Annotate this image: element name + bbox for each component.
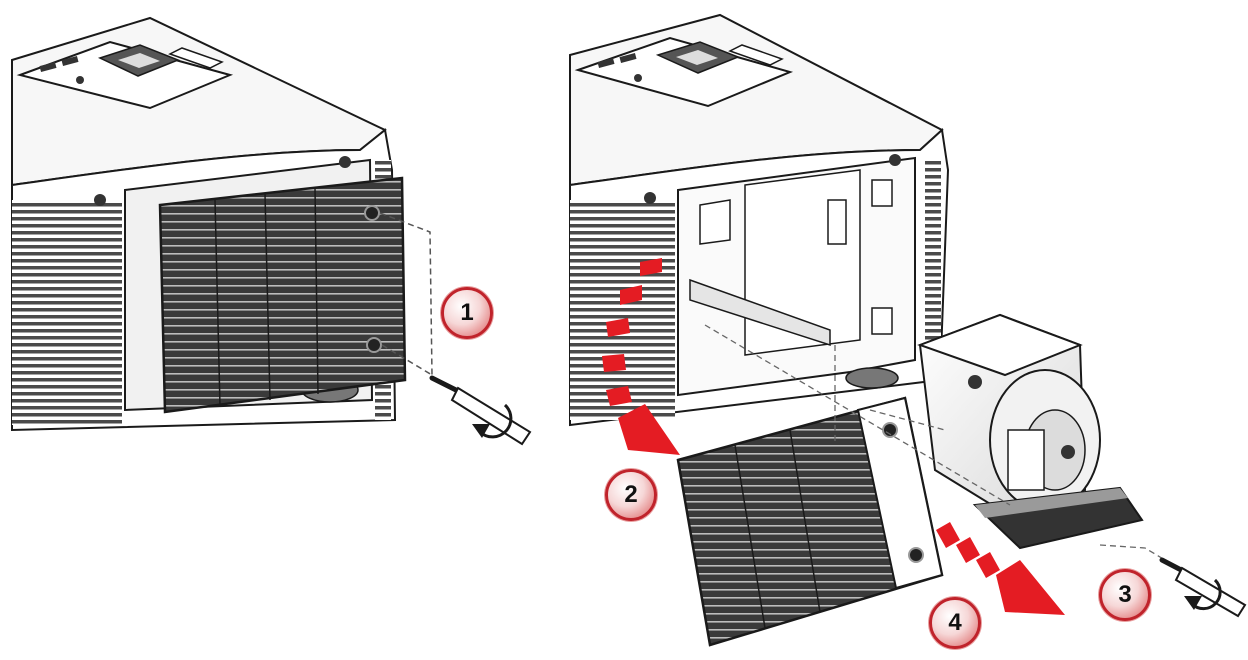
cover-screw-bottom [366, 337, 382, 353]
rotate-arrow-icon [472, 403, 513, 439]
screwdriver-icon [1159, 557, 1247, 618]
step-3-badge: 3 [1099, 569, 1151, 621]
lamp-cover-left [158, 176, 407, 414]
vent-left [12, 200, 122, 425]
down-arrow-icon [602, 258, 680, 455]
left-panel [11, 16, 532, 446]
lamp-module [917, 313, 1144, 550]
keypad-right [574, 36, 794, 108]
screwdriver-icon [429, 375, 532, 446]
step-1-badge: 1 [441, 287, 493, 339]
rotate-arrow-icon [1184, 578, 1222, 611]
cover-screw-top [364, 205, 380, 221]
vent-edge-right [925, 160, 941, 380]
step-2-badge: 2 [605, 469, 657, 521]
lamp-cover-right [676, 396, 944, 647]
vent-left-right [570, 200, 675, 420]
keypad [16, 40, 234, 110]
step-4-badge: 4 [929, 597, 981, 649]
pull-arrow-icon [936, 522, 1065, 615]
right-panel [569, 13, 1247, 647]
